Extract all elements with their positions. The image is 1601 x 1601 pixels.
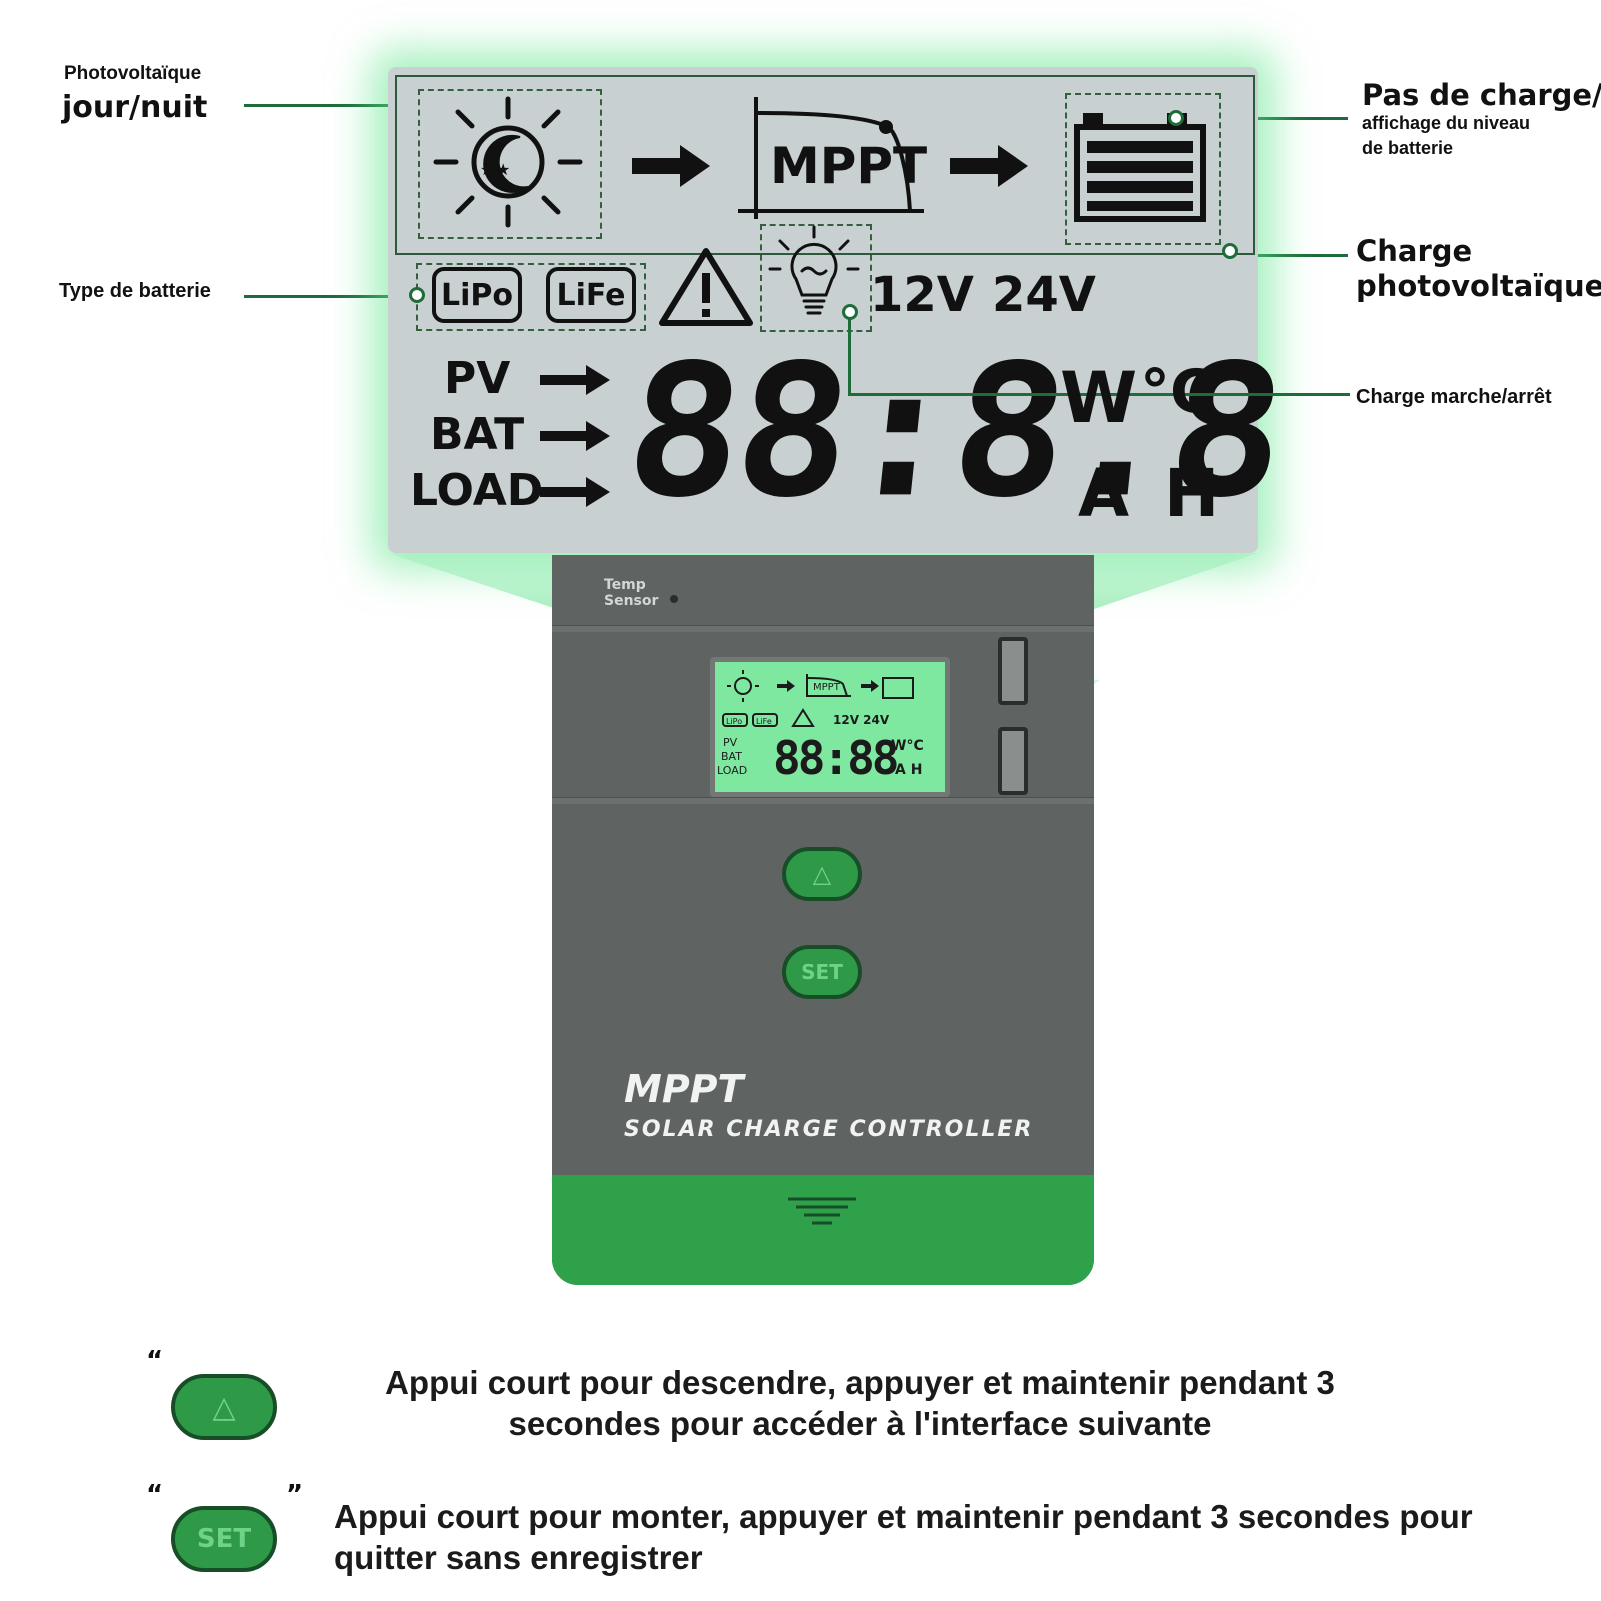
lipo-chip: LiPo — [432, 267, 522, 323]
mppt-curve-icon — [738, 97, 924, 219]
up-button-description: Appui court pour descendre, appuyer et m… — [360, 1362, 1360, 1444]
usb-port-top[interactable] — [998, 637, 1028, 705]
set-button[interactable]: SET — [782, 945, 862, 999]
quote-open: “ — [146, 1480, 164, 1510]
battery-level-zone — [1065, 93, 1221, 245]
unit-hour: H — [1164, 455, 1220, 532]
24v-indicator: 24V — [992, 267, 1096, 323]
svg-text:12V 24V: 12V 24V — [833, 713, 890, 727]
12v-indicator: 12V — [870, 267, 974, 323]
pv-leader-line — [244, 104, 416, 107]
temp-sensor-line2: Sensor — [604, 593, 659, 609]
brand-subtitle: SOLAR CHARGE CONTROLLER — [624, 1117, 1034, 1142]
up-button[interactable]: △ — [782, 847, 862, 901]
up-button-legend: △ — [171, 1374, 277, 1440]
load-leader-vertical — [848, 317, 851, 393]
mppt-text: MPPT — [770, 137, 928, 195]
svg-text:LOAD: LOAD — [717, 764, 747, 777]
charge-pv-label-1: Charge — [1356, 234, 1473, 268]
svg-text:W°C: W°C — [891, 738, 924, 754]
battery-type-label: Type de batterie — [59, 280, 211, 302]
light-bulb-icon — [768, 225, 860, 315]
pv-row-label: PV — [444, 353, 511, 404]
charge-pv-leader-line — [1258, 254, 1348, 257]
set-button-legend: SET — [171, 1506, 277, 1572]
svg-text:BAT: BAT — [721, 750, 742, 763]
charge-pv-leader-dot — [1222, 243, 1238, 259]
brand-mppt: MPPT — [624, 1067, 744, 1111]
svg-text:★: ★ — [480, 160, 494, 179]
temp-sensor-port[interactable] — [670, 595, 678, 603]
vent-grille-icon — [788, 1197, 856, 1225]
svg-text:MPPT: MPPT — [813, 682, 841, 693]
load-onoff-label: Charge marche/arrêt — [1356, 386, 1552, 408]
battery-icon — [1074, 113, 1206, 222]
up-desc-line2: secondes pour accéder à l'interface suiv… — [508, 1405, 1212, 1442]
temp-sensor-line1: Temp — [604, 577, 646, 593]
load-onoff-leader-line — [1330, 393, 1350, 396]
battery-type-leader-dot — [409, 287, 425, 303]
unit-celsius: °C — [1140, 357, 1215, 427]
unit-amp: A — [1078, 455, 1130, 532]
set-button-description: Appui court pour monter, appuyer et main… — [334, 1496, 1574, 1578]
device-green-base — [552, 1175, 1094, 1285]
life-chip: LiFe — [546, 267, 636, 323]
charge-step-sub1: affichage du niveau — [1362, 113, 1531, 133]
temp-sensor-label: Temp Sensor — [604, 577, 658, 609]
up-desc-line1: Appui court pour descendre, appuyer et m… — [385, 1364, 1335, 1401]
quote-open: “ — [146, 1346, 164, 1376]
svg-text:★: ★ — [490, 140, 504, 159]
warning-icon — [659, 248, 753, 326]
svg-text:88:88: 88:88 — [773, 731, 897, 785]
pv-label-small: Photovoltaïque — [64, 63, 202, 84]
arrow-right-icon — [632, 145, 710, 187]
svg-text:★: ★ — [496, 160, 510, 179]
svg-text:PV: PV — [723, 736, 738, 749]
housing-ridge — [552, 625, 1094, 632]
svg-text:LiPo: LiPo — [726, 717, 742, 726]
quote-close: ” — [286, 1480, 304, 1510]
housing-ridge — [552, 797, 1094, 804]
charge-step-label: Pas de charge/ — [1362, 78, 1601, 112]
battery-leader-dot — [1168, 110, 1184, 126]
charge-step-sub2: de batterie — [1362, 138, 1454, 158]
load-row-label: LOAD — [410, 465, 544, 516]
sun-moon-icon: ★★★ — [433, 96, 583, 228]
battery-type-leader-line — [244, 295, 424, 298]
svg-text:LiFe: LiFe — [756, 717, 772, 726]
charge-pv-label-2: photovoltaïque) — [1356, 269, 1601, 303]
lcd-top-frame — [395, 75, 1255, 255]
set-desc-line2: quitter sans enregistrer — [334, 1539, 703, 1576]
pv-label-big: jour/nuit — [62, 90, 208, 125]
load-zone — [760, 224, 872, 332]
row-arrows — [540, 365, 610, 507]
load-leader-horizontal — [848, 393, 1330, 396]
charge-step-leader-line — [1200, 117, 1348, 120]
svg-text:A H: A H — [895, 762, 922, 778]
arrow-right-icon — [950, 145, 1028, 187]
lcd-zoomed-display: ★★★ MPPT LiPo LiFe — [388, 67, 1330, 553]
set-desc-line1: Appui court pour monter, appuyer et main… — [334, 1498, 1473, 1535]
bat-row-label: BAT — [430, 409, 525, 460]
usb-port-bottom[interactable] — [998, 727, 1028, 795]
day-night-zone — [418, 89, 602, 239]
unit-watt: W — [1060, 357, 1138, 439]
